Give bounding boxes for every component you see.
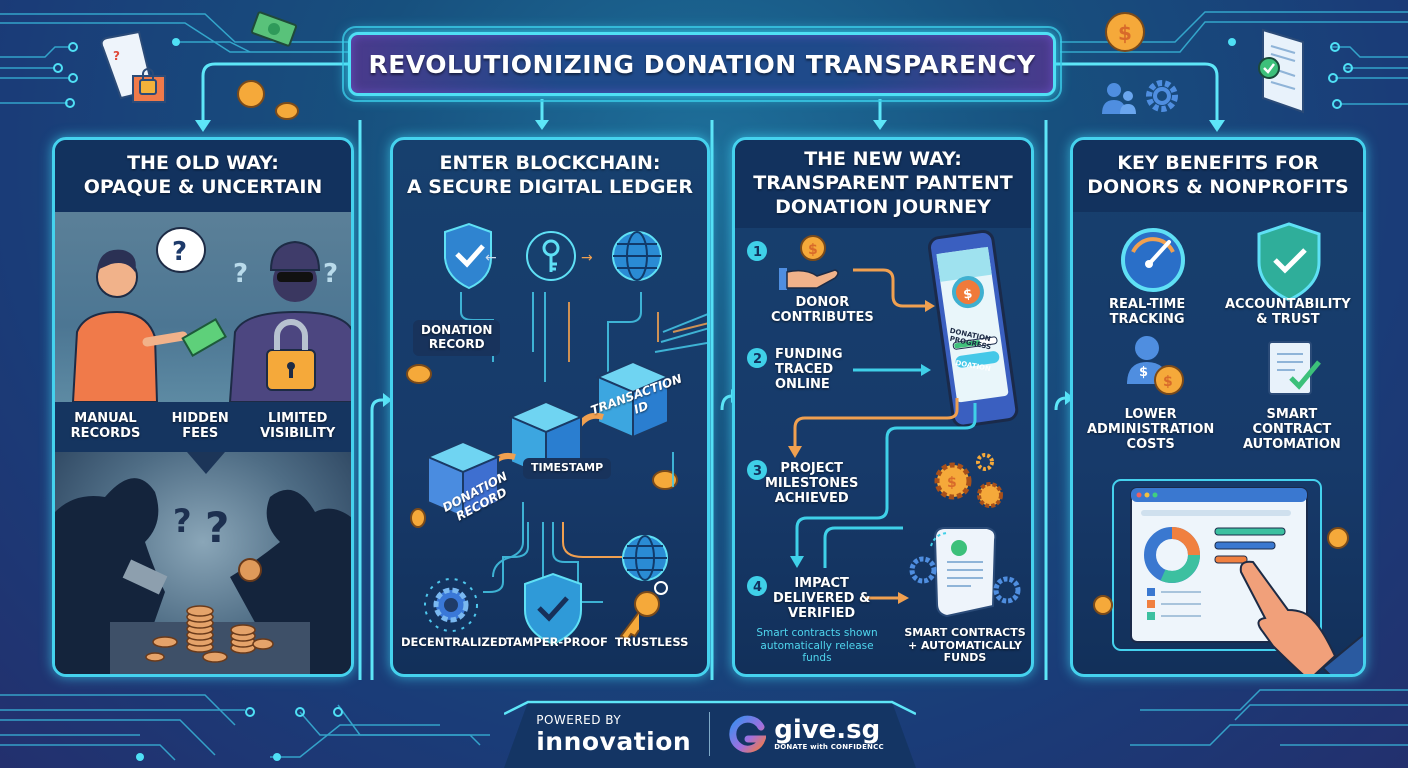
verified-document-icon [1258,28,1304,114]
svg-text:?: ? [233,259,248,289]
contract-check-icon [1268,341,1321,395]
donut-chart-icon [1144,527,1200,583]
phone-icon: $ [928,229,1019,428]
panel-old-way: THE OLD WAY:OPAQUE & UNCERTAIN ? ? ? [52,137,354,677]
svg-text:?: ? [172,237,187,267]
block-cube-1 [425,440,501,519]
smart-contract-scroll-icon [909,527,1021,618]
globe-icon [612,231,662,281]
svg-text:2: 2 [753,352,762,367]
shadowy-figures-illustration: ? ? [55,452,351,674]
svg-text:4: 4 [753,580,762,595]
svg-text:?: ? [113,49,120,63]
panel-header: ENTER BLOCKCHAIN:A SECURE DIGITAL LEDGER [406,152,694,198]
shield-check-icon [1257,222,1321,302]
panel-blockchain: ENTER BLOCKCHAIN:A SECURE DIGITAL LEDGER… [390,137,710,677]
benefit-accountability-trust: ACCOUNTABILITY& TRUST [1225,297,1351,327]
svg-text:$: $ [808,242,818,258]
decentralized-gear-icon [424,578,478,632]
dollar-coin-icon: $ [1105,12,1145,52]
powered-by-block: POWERED BY innovation [536,712,692,756]
donor-thief-illustration: ? ? ? [55,212,351,403]
svg-text:?: ? [205,503,229,552]
benefit-icons: $ $ [1121,222,1321,395]
locked-document-icon: ? [100,30,166,103]
pointing-hand-icon [1239,560,1363,674]
tamper-proof-shield-icon [524,572,582,646]
svg-text:$: $ [1118,21,1132,45]
page-title: REVOLUTIONIZING DONATION TRANSPARENCY [368,49,1036,79]
person-coin-icon: $ $ [1127,336,1184,395]
give-sg-logo[interactable]: give.sg DONATE with CONFIDENCC [728,715,884,753]
dashboard-illustration [1093,479,1363,674]
svg-text:$: $ [962,287,973,303]
property-trustless: TRUSTLESS [615,635,689,649]
svg-text:←: ← [485,250,497,266]
property-tamper-proof: TAMPER-PROOF [506,635,608,649]
footer-divider [709,712,711,756]
hand-coin-icon: $ [779,235,839,290]
svg-text:$: $ [1163,374,1173,390]
svg-text:1: 1 [753,245,762,260]
cash-icon [251,11,297,47]
timestamp-tag: TIMESTAMP [523,458,612,479]
svg-text:?: ? [323,259,338,289]
svg-text:3: 3 [753,464,762,479]
speedometer-icon [1121,228,1185,292]
svg-text:?: ? [173,502,192,540]
globe-icon-2 [622,535,668,581]
silhouettes-coins-icon: ? ? [55,452,351,674]
panel-header: THE OLD WAY:OPAQUE & UNCERTAIN [55,140,351,212]
svg-text:$: $ [947,475,957,491]
svg-text:$: $ [1139,365,1148,380]
footer-banner: POWERED BY innovation give.sg DONATE wit… [504,700,916,768]
blockchain-diagram: ← → [406,222,707,646]
property-decentralized: DECENTRALIZED [401,635,508,649]
gears-icon: $ [934,453,1003,508]
shield-check-icon [444,222,492,290]
journey-diagram: 1 2 3 4 $ $ DONATION PROGRESS [747,229,1021,618]
title-banner: REVOLUTIONIZING DONATION TRANSPARENCY [342,26,1062,102]
trustless-key-icon [619,581,668,642]
donor-thief-icon: ? ? ? [71,227,351,403]
users-gear-icon [1102,80,1178,114]
block-cube-3 [595,360,671,439]
coins-icon [237,80,299,120]
svg-text:→: → [581,250,593,266]
give-sg-g-logo-icon [729,715,767,753]
